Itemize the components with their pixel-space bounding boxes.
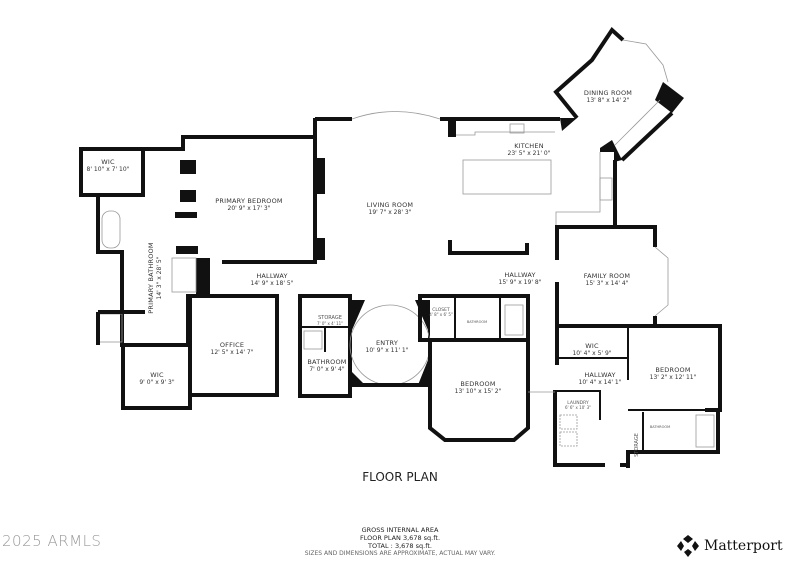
room-dims: 13' 2" x 12' 11" — [650, 374, 697, 381]
room-label-wic: WIC — [101, 158, 115, 166]
room-label-primary-bedroom: PRIMARY BEDROOM — [215, 197, 282, 205]
room-dims: 23' 5" x 21' 0" — [508, 150, 551, 157]
room-dims: 6' 6" x 10' 3" — [565, 405, 591, 410]
room-label-hallway: HALLWAY — [584, 371, 615, 379]
room-dims: 7' 0" x 9' 4" — [309, 366, 345, 373]
room-dims: 12' 5" x 14' 7" — [211, 349, 254, 356]
room-label-wic: WIC — [585, 342, 599, 350]
area-summary: GROSS INTERNAL AREA FLOOR PLAN 3,678 sq.… — [250, 526, 550, 550]
room-dims: 20' 9" x 17' 3" — [228, 205, 271, 212]
room-label-kitchen: KITCHEN — [514, 142, 544, 150]
room-dims: 19' 7" x 28' 3" — [369, 209, 412, 216]
room-dims: 4' 8" x 6' 5" — [429, 312, 453, 317]
area-heading: GROSS INTERNAL AREA — [361, 526, 439, 534]
room-label-storage: STORAGE — [634, 433, 640, 457]
brand-logo: Matterport — [676, 534, 783, 558]
room-label-hallway: HALLWAY — [504, 271, 535, 279]
room-dims: 9' 0" x 9' 3" — [139, 379, 175, 386]
room-label-bedroom: BEDROOM — [460, 380, 495, 388]
room-label-bathroom: BATHROOM — [650, 425, 670, 429]
brand-name: Matterport — [704, 538, 783, 554]
room-dims: 14' 3" x 28' 5" — [156, 256, 163, 299]
room-dims: 13' 8" x 14' 2" — [587, 97, 630, 104]
room-dims: 15' 3" x 14' 4" — [586, 280, 629, 287]
room-label-family-room: FAMILY ROOM — [584, 272, 630, 280]
room-labels: WIC 8' 10" x 7' 10" PRIMARY BEDROOM 20' … — [87, 89, 697, 457]
room-dims: 15' 9" x 19' 8" — [499, 279, 542, 286]
area-total: TOTAL : 3,678 sq.ft. — [368, 542, 432, 550]
room-dims: 8' 10" x 7' 10" — [87, 166, 130, 173]
room-dims: 10' 4" x 14' 1" — [579, 379, 622, 386]
room-dims: 14' 9" x 18' 5" — [251, 280, 294, 287]
watermark: 2025 ARMLS — [2, 532, 102, 550]
matterport-logo-icon — [677, 535, 699, 557]
room-dims: 10' 9" x 11' 1" — [366, 347, 409, 354]
room-label-dining-room: DINING ROOM — [584, 89, 632, 97]
disclaimer: SIZES AND DIMENSIONS ARE APPROXIMATE, AC… — [304, 550, 496, 557]
walls — [79, 26, 722, 468]
room-dims: 7' 0" x 4' 11" — [317, 321, 343, 326]
room-label-entry: ENTRY — [376, 339, 398, 347]
room-dims: 10' 4" x 5' 9" — [572, 350, 611, 357]
room-label-primary-bathroom: PRIMARY BATHROOM — [147, 242, 155, 313]
room-label-living-room: LIVING ROOM — [367, 201, 413, 209]
room-label-bedroom: BEDROOM — [655, 366, 690, 374]
room-dims: 13' 10" x 15' 2" — [455, 388, 502, 395]
room-label-storage: STORAGE — [318, 315, 342, 321]
room-label-wic: WIC — [150, 371, 164, 379]
area-floor: FLOOR PLAN 3,678 sq.ft. — [359, 534, 441, 542]
room-label-office: OFFICE — [220, 341, 244, 349]
room-label-hallway: HALLWAY — [256, 272, 287, 280]
plan-title: FLOOR PLAN — [362, 470, 438, 484]
room-label-closet: CLOSET — [432, 307, 450, 313]
room-label-laundry: LAUNDRY — [567, 400, 589, 406]
room-label-bathroom: BATHROOM — [467, 320, 487, 324]
room-label-bathroom: BATHROOM — [307, 358, 346, 366]
